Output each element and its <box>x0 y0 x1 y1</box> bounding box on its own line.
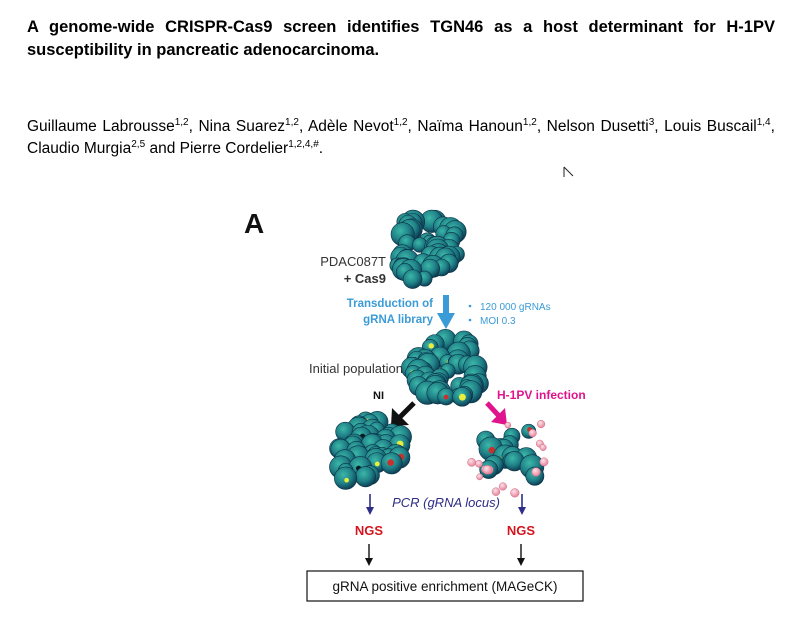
bullet-icon <box>468 304 472 308</box>
pcr-arrow-right-icon <box>518 494 526 515</box>
moi-label: MOI 0.3 <box>480 316 516 327</box>
author-separator: , <box>536 118 547 135</box>
gRNA-marker <box>428 343 434 349</box>
down-arrow-left-icon <box>365 544 373 566</box>
cell-line-label: PDAC087T <box>320 254 386 269</box>
author-affiliation: 1,2 <box>285 116 299 128</box>
author-name: Naïma Hanoun <box>417 118 523 135</box>
ngs-label-left: NGS <box>355 523 384 538</box>
transduction-arrow-icon <box>437 295 455 329</box>
lysed-cell <box>482 465 492 475</box>
cell-cluster-ni <box>329 411 412 490</box>
author-name: Nelson Dusetti <box>546 118 649 135</box>
cell-cluster-top <box>389 209 467 289</box>
ni-label: NI <box>373 390 384 402</box>
gRNA-marker <box>374 461 380 467</box>
gRNA-marker <box>488 446 496 454</box>
gRNA-marker <box>344 477 349 483</box>
panel-label: A <box>244 208 264 239</box>
author-affiliation: 1,2 <box>174 116 189 128</box>
lysed-cell <box>528 429 537 438</box>
ngs-label-right: NGS <box>507 523 536 538</box>
author-separator: and <box>145 140 180 157</box>
author-affiliation: 1,2,4,# <box>288 138 319 150</box>
author-separator: , <box>407 118 418 135</box>
library-size-label: 120 000 gRNAs <box>480 302 551 313</box>
author-separator: . <box>318 140 324 157</box>
enrichment-box <box>306 570 584 602</box>
author-separator: , <box>654 118 665 135</box>
author-name: Claudio Murgia <box>27 140 132 157</box>
lysed-cell <box>476 473 483 481</box>
cell-cluster-infected <box>467 419 549 498</box>
lysed-cell <box>475 459 483 468</box>
down-arrow-right-icon <box>517 544 525 566</box>
gRNA-marker <box>443 394 449 400</box>
lysed-cell <box>510 488 520 498</box>
author-separator: , <box>770 118 775 135</box>
lysed-cell <box>539 457 549 467</box>
pcr-label: PCR (gRNA locus) <box>392 495 500 510</box>
cell-cluster-initial <box>401 328 489 407</box>
paper-title: A genome-wide CRISPR-Cas9 screen identif… <box>27 18 775 59</box>
author-name: Adèle Nevot <box>307 118 394 135</box>
lysed-cell <box>536 419 546 429</box>
gRNA-marker <box>387 459 394 466</box>
author-name: Guillaume Labrousse <box>27 118 175 135</box>
author-affiliation: 1,4 <box>756 116 771 128</box>
cas9-label: + Cas9 <box>344 271 386 286</box>
enrichment-label: gRNA positive enrichment (MAGeCK) <box>332 579 557 594</box>
bullet-icon <box>468 318 472 322</box>
transduction-label-line2: gRNA library <box>363 314 433 326</box>
author-affiliation: 1,2 <box>393 116 408 128</box>
cell <box>355 466 377 488</box>
author-name: Nina Suarez <box>198 118 286 135</box>
lysed-cell <box>467 458 476 467</box>
lysed-cell <box>539 444 547 451</box>
infection-arrow-icon <box>485 401 507 425</box>
pcr-arrow-left-icon <box>366 494 374 515</box>
lysed-cell <box>498 482 507 491</box>
infection-label: H-1PV infection <box>497 388 586 402</box>
author-affiliation: 1,2 <box>522 116 537 128</box>
author-name: Louis Buscail <box>664 118 757 135</box>
cell <box>402 269 423 289</box>
lysed-cell <box>504 421 512 429</box>
author-affiliation: 3 <box>648 116 655 128</box>
author-affiliation: 2,5 <box>131 138 146 150</box>
ni-arrow-icon <box>391 401 416 426</box>
mouse-cursor-icon <box>563 166 574 177</box>
author-separator: , <box>298 118 308 135</box>
author-name: Pierre Cordelier <box>179 140 289 157</box>
author-list: Guillaume Labrousse1,2, Nina Suarez1,2, … <box>27 116 775 160</box>
lysed-cell <box>491 487 501 496</box>
transduction-label-line1: Transduction of <box>347 298 433 310</box>
lysed-cell <box>531 467 541 477</box>
initial-population-label: Initial population <box>309 361 403 376</box>
gRNA-marker <box>458 393 466 401</box>
author-separator: , <box>188 118 199 135</box>
